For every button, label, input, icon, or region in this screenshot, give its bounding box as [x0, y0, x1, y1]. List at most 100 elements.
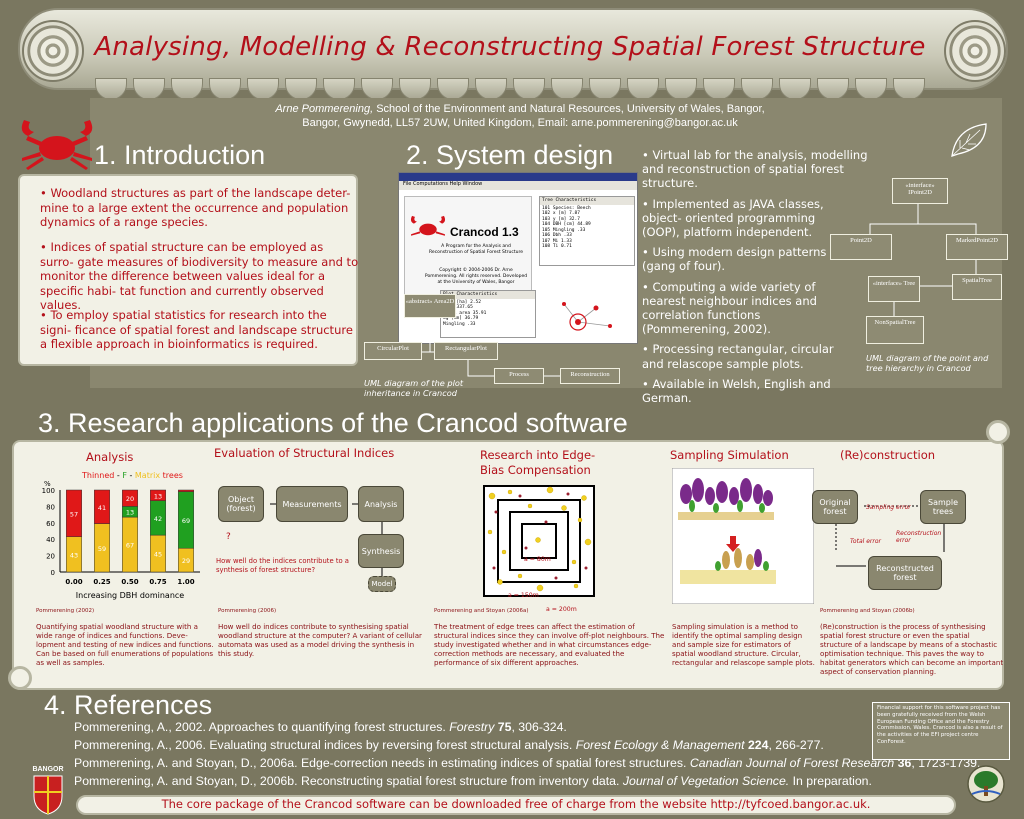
scroll-swirl-right	[944, 20, 1006, 82]
bar-segment	[178, 489, 194, 492]
eval-node-synthesis: Synthesis	[358, 534, 404, 568]
eval-node-measurements: Measurements	[276, 486, 348, 522]
y-tick-label: 60	[46, 520, 55, 528]
scroll-swirl-left	[22, 20, 84, 82]
reconstruction-error-label: Reconstruction error	[896, 530, 942, 544]
intro-bullet-3: • To employ spatial statistics for resea…	[40, 308, 353, 351]
y-tick-label: 0	[51, 569, 55, 577]
reference-list: Pommerening, A., 2002. Approaches to qua…	[74, 718, 1004, 790]
window-menubar: File Computations Help Window	[399, 181, 637, 190]
eval-question-mark: ?	[226, 532, 231, 542]
sampling-simulation-image	[672, 468, 814, 604]
uml-nonspatialtree: NonSpatialTree	[866, 316, 924, 344]
window-titlebar	[399, 173, 637, 181]
reconstruction-cite: Pommerening and Stoyan (2006b)	[820, 608, 915, 614]
bar-data-label: 69	[182, 517, 190, 525]
affiliation-line2: Bangor, Gwynedd, LL57 2UW, United Kingdo…	[302, 117, 738, 129]
research-heading: 3. Research applications of the Crancod …	[38, 408, 628, 438]
sys-bullet-1: • Virtual lab for the analysis, modellin…	[642, 148, 868, 191]
sampling-heading: Sampling Simulation	[670, 448, 789, 462]
chart-legend: Thinned - F - Matrix trees	[82, 471, 183, 480]
bangor-logo-text: BANGOR	[32, 766, 63, 773]
references-heading: 4. References	[44, 690, 213, 720]
x-tick-label: 0.25	[93, 578, 110, 586]
splash-subtitle: A Program for the Analysis and Reconstru…	[429, 244, 523, 255]
plot-panel-title: Plot Characteristics	[441, 291, 535, 299]
edge-plot-diagram	[483, 485, 595, 597]
download-note[interactable]: The core package of the Crancod software…	[161, 797, 871, 811]
y-tick-label: 40	[46, 536, 55, 544]
dbh-dominance-chart: 020406080100%0.0043570.2559410.506713200…	[42, 480, 200, 600]
reconstruction-body: (Re)construction is the process of synth…	[820, 622, 1004, 677]
bar-data-label: 67	[126, 542, 134, 550]
uml-rectangularplot: RectangularPlot	[434, 342, 498, 360]
legend-matrix: Matrix	[134, 471, 161, 480]
eval-node-model: Model	[368, 576, 396, 592]
legend-thinned: Thinned	[82, 471, 115, 480]
scroll-curl-bottom	[8, 666, 32, 690]
bar-segment	[94, 489, 110, 524]
sys-bullet-5: • Processing rectangular, circular and r…	[642, 342, 834, 371]
reference-item: Pommerening, A. and Stoyan, D., 2006b. R…	[74, 774, 872, 788]
reference-item: Pommerening, A., 2002. Approaches to qua…	[74, 720, 567, 734]
uml-ipoint2d: «interface» IPoint2D	[892, 178, 948, 204]
neighbour-diagram	[562, 302, 612, 331]
evaluation-heading: Evaluation of Structural Indices	[214, 446, 395, 460]
uml-tree: «interface» Tree	[868, 276, 920, 302]
eval-node-analysis: Analysis	[358, 486, 404, 522]
total-error-label: Total error	[850, 538, 881, 545]
introduction-heading: 1. Introduction	[94, 140, 266, 170]
edge-label-80: a = 80m	[524, 556, 551, 563]
bar-segment	[122, 489, 138, 507]
uml-reconstruction: Reconstruction	[560, 368, 620, 384]
x-tick-label: 0.75	[149, 578, 166, 586]
author-name: Arne Pommerening,	[275, 103, 374, 115]
splash-copyright: Copyright © 2004-2006 Dr. Arne Pommereni…	[424, 268, 528, 285]
uml-left-caption: UML diagram of the plot inheritance in C…	[364, 378, 464, 398]
uml-process: Process	[494, 368, 544, 384]
title-banner	[18, 8, 1008, 90]
poster-title: Analysing, Modelling & Reconstructing Sp…	[94, 32, 926, 62]
x-tick-label: 0.50	[121, 578, 138, 586]
bar-data-label: 29	[182, 557, 190, 565]
legend-f: F	[122, 471, 127, 480]
bar-segment	[150, 489, 166, 501]
evaluation-body: How well do indices contribute to synthe…	[218, 622, 422, 659]
bar-data-label: 20	[126, 495, 134, 503]
reference-item: Pommerening, A., 2006. Evaluating struct…	[74, 738, 824, 752]
bar-data-label: 43	[70, 551, 78, 559]
uml-point2d: Point2D	[830, 234, 892, 260]
uml-area2d: «abstract» Area2D	[404, 294, 456, 318]
analysis-body: Quantifying spatial woodland structure w…	[36, 622, 214, 668]
bar-data-label: 41	[98, 504, 106, 512]
reconstruction-flow-lines	[835, 505, 945, 567]
recon-node-original: Original forest	[812, 490, 858, 524]
scroll-curl-top	[986, 420, 1010, 444]
sys-bullet-4: • Computing a wide variety of nearest ne…	[642, 279, 817, 337]
x-tick-label: 1.00	[177, 578, 194, 586]
splash-screen	[404, 196, 532, 296]
legend-trees: trees	[162, 471, 183, 480]
footer-scroll	[76, 795, 956, 815]
sys-bullet-2: • Implemented as JAVA classes, object- o…	[642, 196, 824, 240]
recon-node-reconstructed: Reconstructed forest	[868, 556, 942, 590]
x-axis-label: Increasing DBH dominance	[76, 591, 184, 600]
crab-logo-icon	[21, 120, 93, 170]
y-tick-label: 20	[46, 553, 55, 561]
y-axis-label: %	[44, 480, 51, 488]
leaf-icon	[951, 123, 987, 157]
splash-crab-icon	[410, 215, 446, 236]
bar-data-label: 59	[98, 545, 106, 553]
analysis-cite: Pommerening (2002)	[36, 608, 95, 614]
introduction-scroll	[18, 174, 358, 366]
edge-label-150: a = 150m	[508, 592, 539, 599]
sampling-body: Sampling simulation is a method to ident…	[672, 622, 815, 668]
capital-scallops	[70, 78, 950, 102]
edge-label-200: a = 200m	[546, 606, 577, 613]
author-affiliation: Arne Pommerening, School of the Environm…	[190, 102, 850, 130]
sampling-error-label: Sampling error	[866, 504, 911, 511]
uml-markedpoint2d: MarkedPoint2D	[946, 234, 1008, 260]
recon-node-sample: Sample trees	[920, 490, 966, 524]
